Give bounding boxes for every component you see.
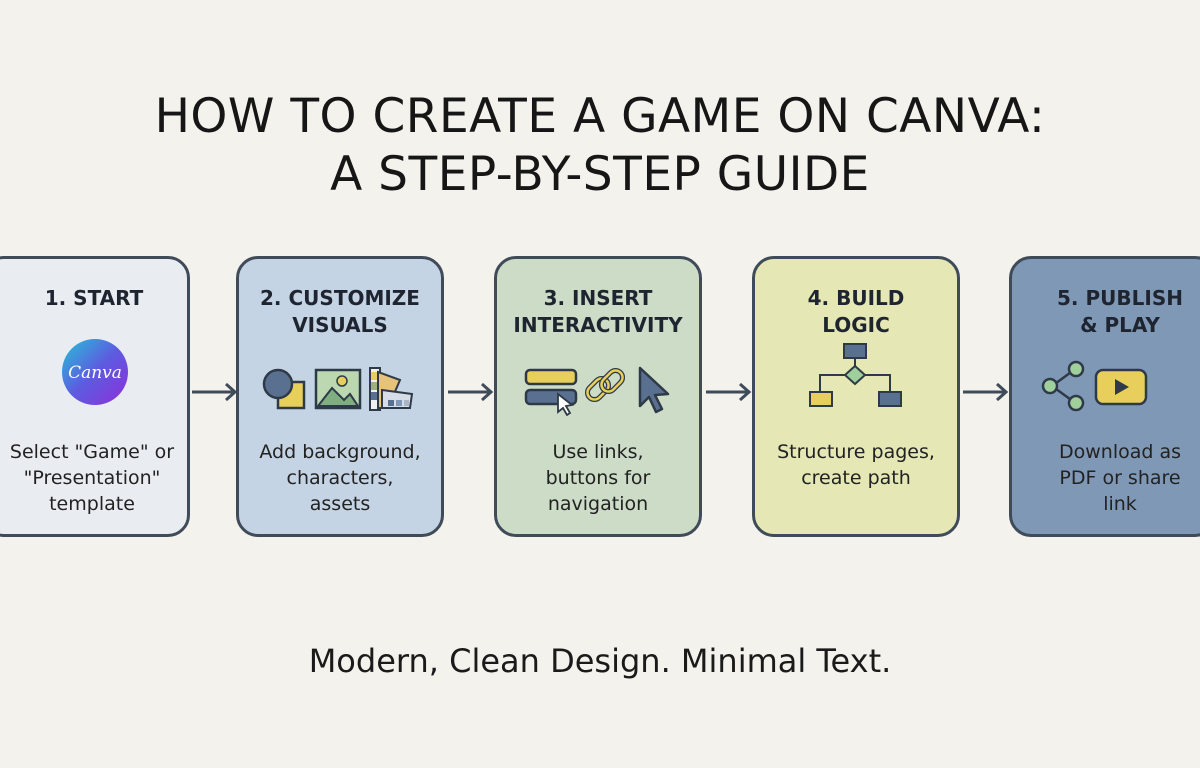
step-card-start: 1. START Canva Select "Game" or "Present… [0,256,190,537]
step-title: 3. INSERT INTERACTIVITY [513,286,683,337]
button-click-icon [524,368,578,416]
step-description: Download as PDF or share link [1058,441,1182,515]
step-title: 2. CUSTOMIZE VISUALS [260,286,420,337]
step-description: Select "Game" or "Presentation" template [9,441,175,515]
title-line-1: HOW TO CREATE A GAME ON CANVA: [154,89,1046,144]
share-icon [1041,360,1085,412]
step-description: Use links, buttons for navigation [545,441,651,515]
footer-tagline: Modern, Clean Design. Minimal Text. [308,642,892,680]
color-swatch-icon [369,367,414,411]
canva-logo-icon: Canva [0,339,187,405]
shapes-icon [262,368,306,410]
step-card-publish-play: 5. PUBLISH & PLAY Download as PDF or sha… [1009,256,1200,537]
step-title: 4. BUILD LOGIC [807,286,905,337]
step-card-customize-visuals: 2. CUSTOMIZE VISUALS [236,256,444,537]
flowchart-icon [755,343,957,409]
canva-logo-text: Canva [68,363,122,383]
arrow-right-icon [448,382,494,402]
image-icon [314,368,362,410]
step-card-insert-interactivity: 3. INSERT INTERACTIVITY Use links, butto… [494,256,702,537]
arrow-right-icon [963,382,1009,402]
play-icon [1094,368,1148,406]
step-title: 5. PUBLISH & PLAY [1057,286,1183,337]
page-title: HOW TO CREATE A GAME ON CANVA: A STEP-BY… [0,88,1200,204]
step-title: 1. START [44,286,144,310]
step-description: Structure pages, create path [777,441,935,489]
step-description: Add background, characters, assets [259,441,421,515]
link-icon [584,367,626,403]
arrow-right-icon [706,382,752,402]
step-card-build-logic: 4. BUILD LOGIC Structure pages, create p… [752,256,960,537]
cursor-icon [638,366,670,414]
title-line-2: A STEP-BY-STEP GUIDE [330,147,870,202]
arrow-right-icon [192,382,238,402]
